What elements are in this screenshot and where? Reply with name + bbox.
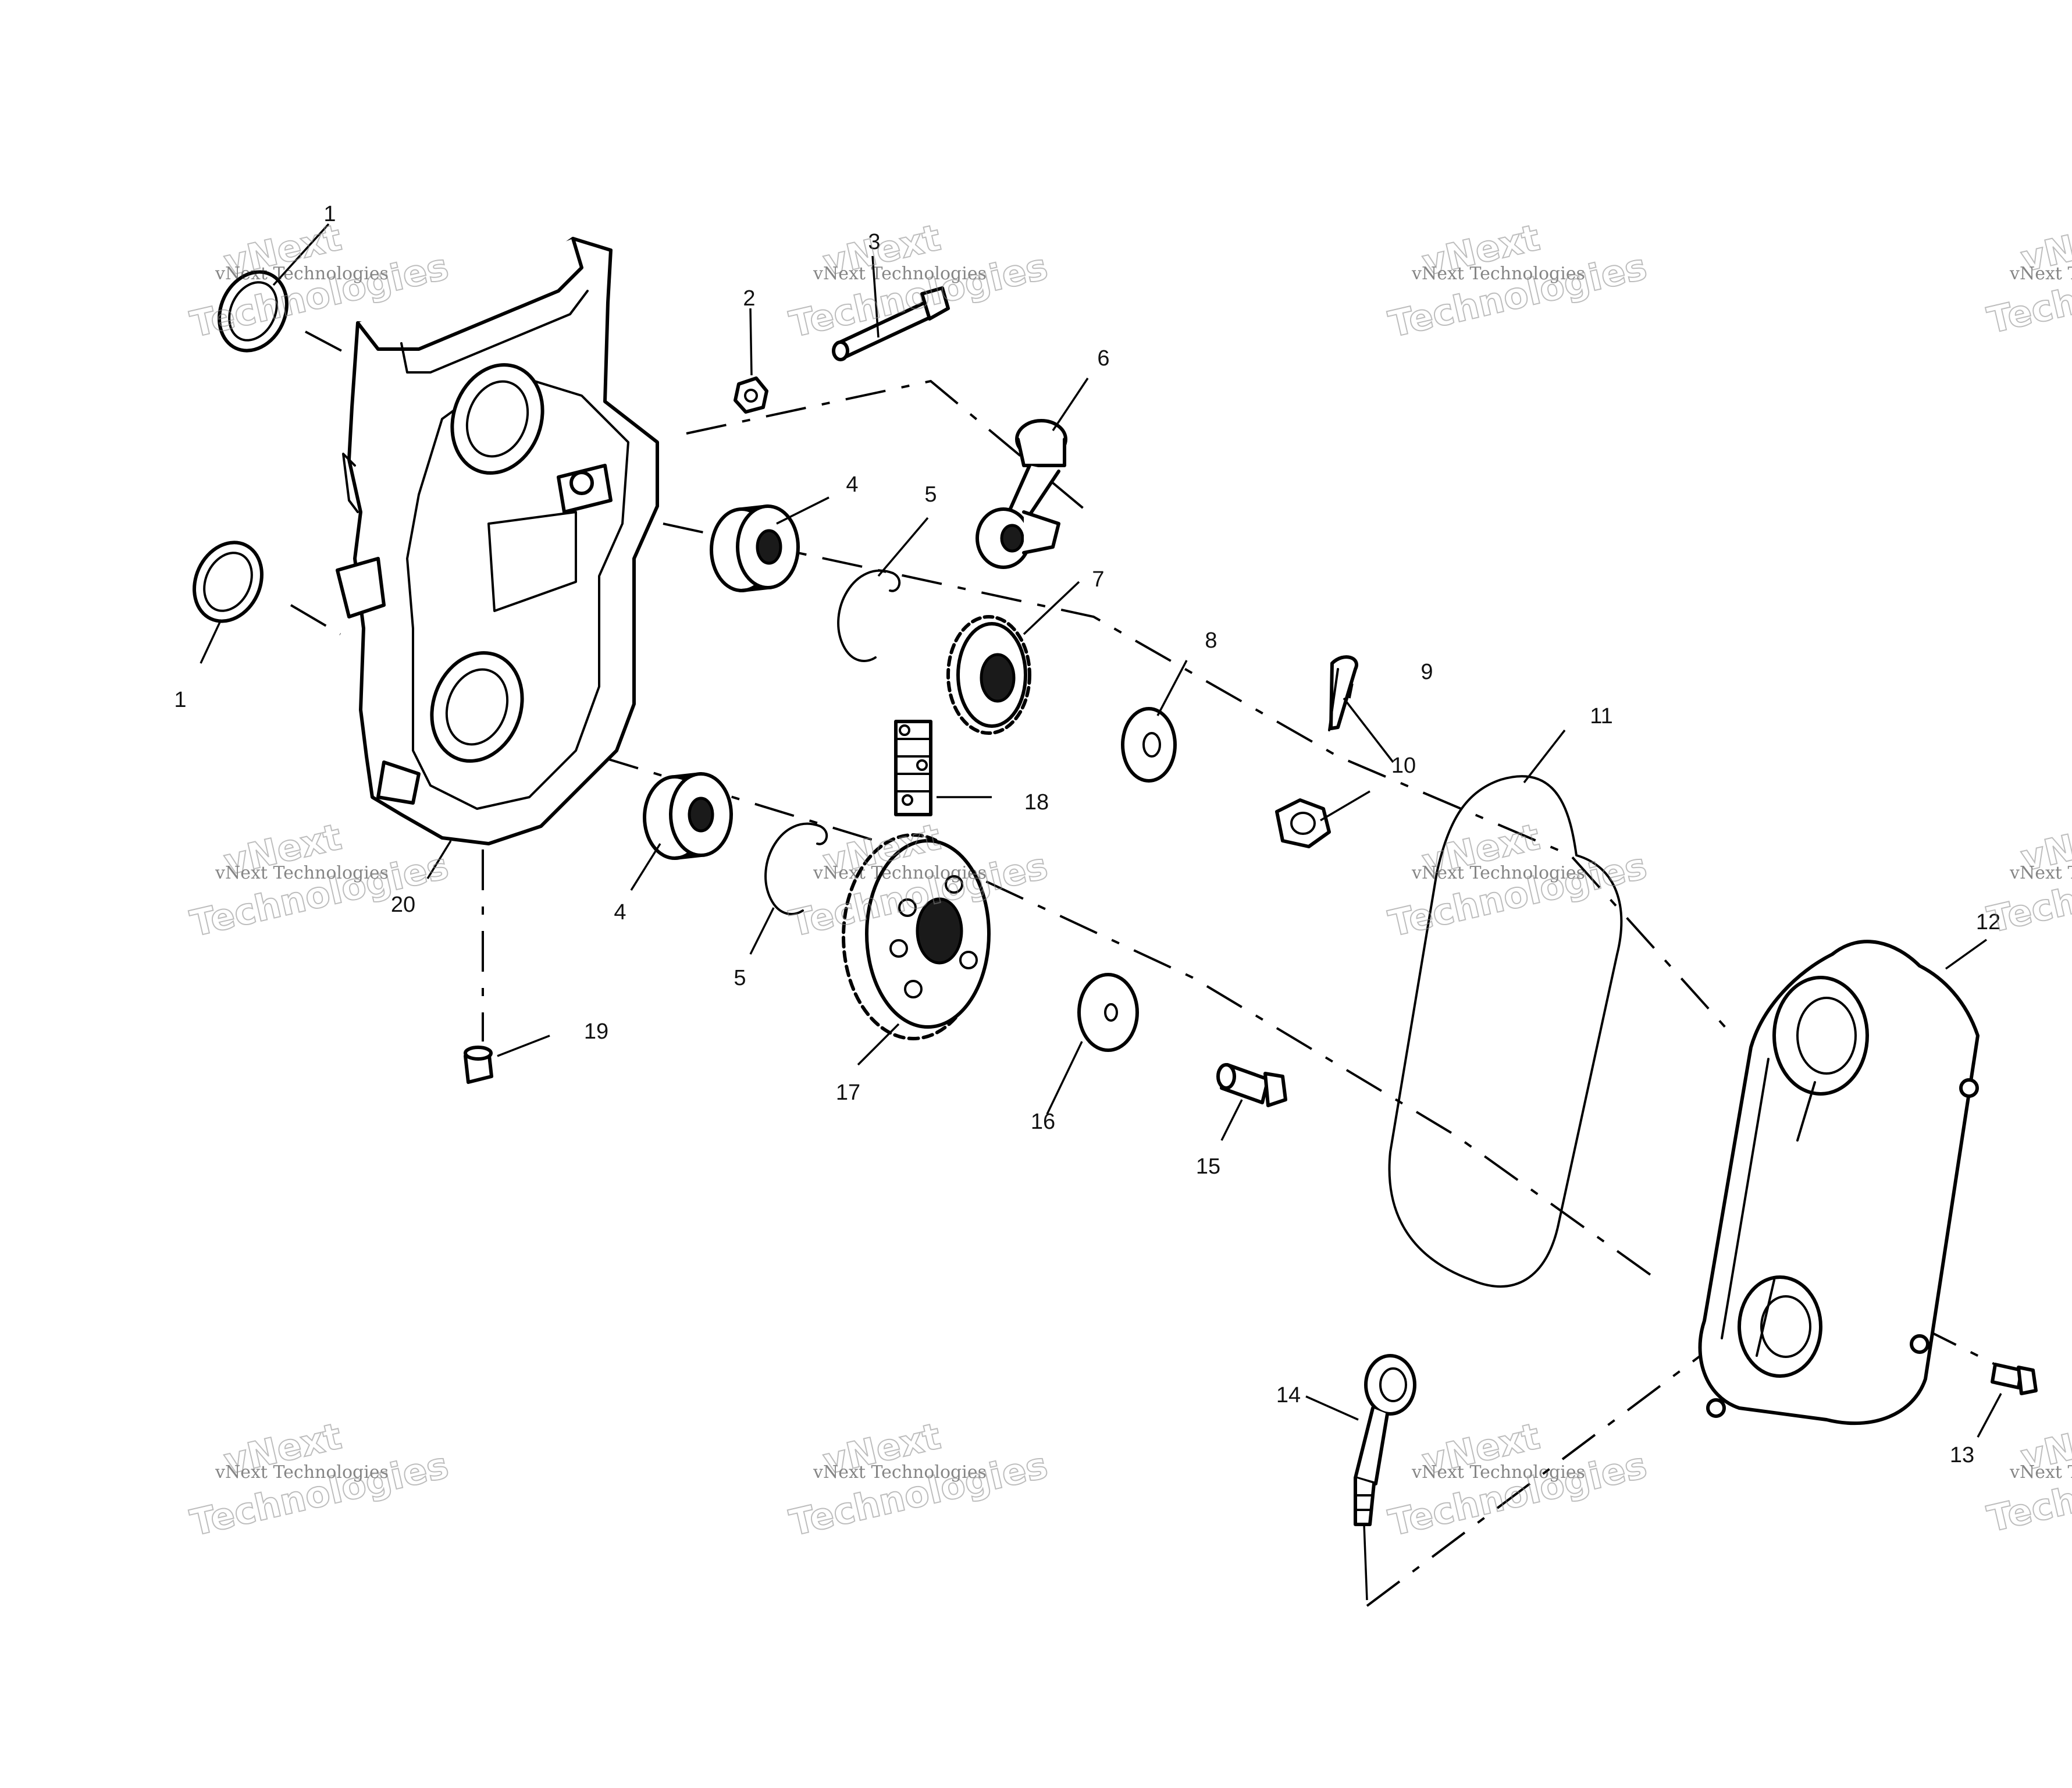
part-19-plug: [464, 1046, 493, 1084]
part-16-washer: [1077, 973, 1139, 1052]
part-12-chaincase-cover: [1698, 940, 1980, 1426]
part-2-nut: [734, 376, 768, 414]
label-part-9: 9: [1421, 660, 1433, 684]
svg-text:vNext Technologies: vNext Technologies: [215, 863, 389, 883]
watermark-3: vNext Technologies vNext Technologies: [1384, 215, 1651, 346]
part-7-sprocket: [946, 615, 1031, 735]
label-part-3: 3: [868, 230, 880, 254]
part-4-bottom-bearing: [643, 772, 733, 860]
part-1-top-seal: [218, 270, 289, 353]
watermark-7: vNext Technologies vNext Technologies: [1384, 815, 1651, 945]
svg-text:vNext Technologies: vNext Technologies: [813, 264, 987, 284]
part-11-gasket-loop: [1388, 775, 1623, 1288]
part-4-top-bearing: [710, 504, 800, 592]
label-part-8: 8: [1205, 628, 1217, 653]
svg-text:vNext Technologies: vNext Technologies: [1411, 264, 1585, 284]
watermark-9: vNext Technologies vNext Technologies: [186, 1414, 453, 1545]
part-6-tensioner-arm: [976, 419, 1067, 569]
part-5-bottom-snap-ring: [764, 822, 828, 915]
svg-text:vNext Technologies: vNext Technologies: [2009, 863, 2072, 883]
label-part-1-left: 1: [174, 688, 186, 712]
svg-text:vNext Technologies: vNext Technologies: [215, 264, 389, 284]
label-part-10: 10: [1391, 753, 1416, 778]
label-part-5-top: 5: [924, 482, 937, 507]
part-15-bolt: [1216, 1063, 1287, 1107]
svg-text:vNext: vNext: [2017, 812, 2072, 880]
label-part-2: 2: [743, 286, 755, 311]
label-part-5-bottom: 5: [734, 966, 746, 990]
label-part-11: 11: [1590, 704, 1612, 728]
label-part-4-bottom: 4: [614, 900, 626, 925]
leader-lines: [200, 223, 2002, 1601]
label-part-15: 15: [1196, 1154, 1220, 1179]
part-number-labels: 1 1 2 3 6 4 5 7 8 9 10 11 18 12 20 4 5 1…: [174, 202, 2000, 1467]
svg-text:vNext Technologies: vNext Technologies: [813, 863, 987, 883]
watermark-11: vNext Technologies vNext Technologies: [1384, 1414, 1651, 1545]
watermark-10: vNext Technologies vNext Technologies: [785, 1414, 1052, 1545]
label-part-13: 13: [1950, 1443, 1974, 1467]
svg-text:vNext Technologies: vNext Technologies: [1411, 863, 1585, 883]
part-14-dipstick: [1354, 1354, 1416, 1526]
label-part-16: 16: [1031, 1110, 1055, 1134]
part-1-left-seal: [193, 541, 264, 623]
svg-text:vNext Technologies: vNext Technologies: [2009, 264, 2072, 284]
label-part-20: 20: [391, 893, 415, 917]
label-part-14: 14: [1276, 1383, 1301, 1407]
part-20-chaincase-housing: [336, 237, 659, 845]
svg-text:vNext Technologies: vNext Technologies: [215, 1462, 389, 1483]
part-8-washer: [1121, 707, 1177, 783]
part-9-cotter-pin: [1328, 655, 1358, 731]
svg-text:vNext: vNext: [2017, 212, 2072, 280]
part-13-bolt: [1991, 1363, 2038, 1395]
label-part-19: 19: [584, 1019, 608, 1044]
label-part-7: 7: [1092, 567, 1104, 592]
part-5-top-snap-ring: [837, 569, 901, 662]
part-10-nut: [1275, 798, 1331, 848]
label-part-1-top: 1: [323, 202, 336, 226]
label-part-6: 6: [1097, 346, 1109, 371]
label-part-12: 12: [1976, 910, 2000, 934]
label-part-17: 17: [836, 1080, 860, 1105]
svg-text:vNext Technologies: vNext Technologies: [2009, 1462, 2072, 1483]
part-18-chain: [894, 720, 932, 816]
svg-text:vNext Technologies: vNext Technologies: [1411, 1462, 1585, 1483]
label-part-4-top: 4: [846, 472, 858, 497]
label-part-18: 18: [1024, 790, 1049, 815]
svg-text:vNext Technologies: vNext Technologies: [813, 1462, 987, 1483]
part-3-bolt: [832, 286, 950, 361]
part-17-gear: [842, 833, 991, 1040]
watermark-4: vNext Technologies vNext Technologies: [1983, 212, 2072, 343]
watermark-12: vNext Technologies vNext Technologies: [1983, 1410, 2072, 1541]
svg-text:vNext: vNext: [2017, 1411, 2072, 1479]
